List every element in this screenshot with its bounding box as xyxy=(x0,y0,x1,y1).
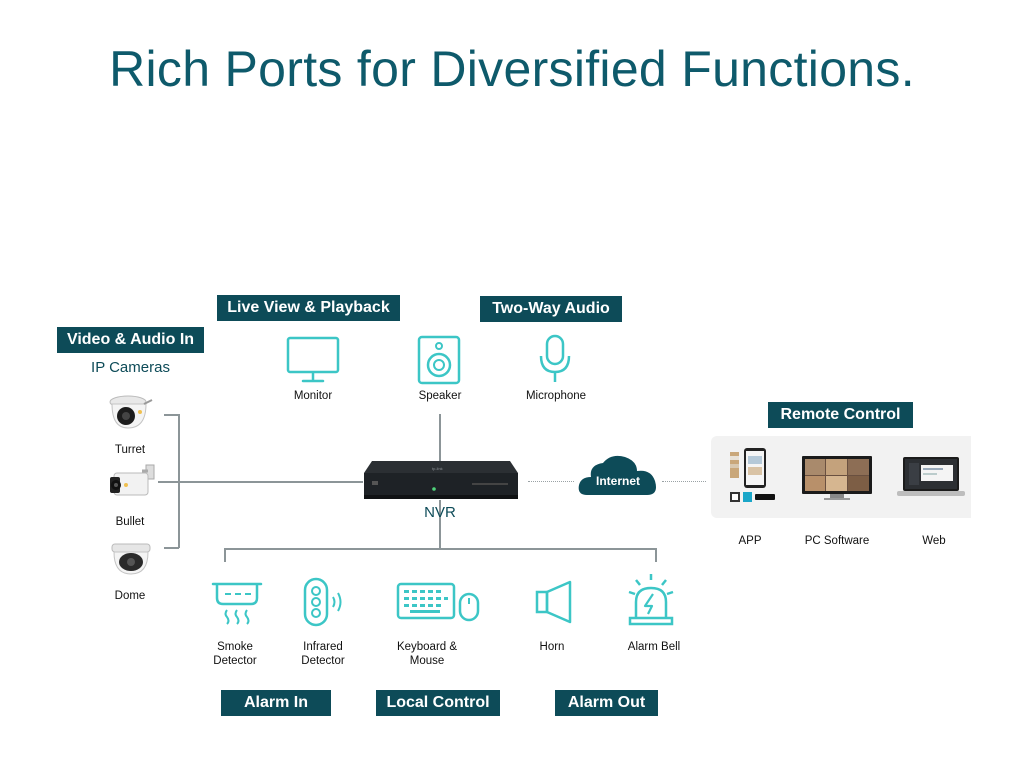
microphone-label: Microphone xyxy=(525,390,587,402)
turret-label: Turret xyxy=(114,444,146,456)
horn-icon xyxy=(535,580,572,624)
internet-label: Internet xyxy=(595,474,640,488)
keyboard-mouse-icon xyxy=(396,582,480,622)
connector-internet-right xyxy=(662,481,706,482)
pc-software-label: PC Software xyxy=(804,535,870,547)
infrared-detector-icon xyxy=(303,577,342,627)
web-label: Web xyxy=(922,535,946,547)
keyboard-mouse-label-line2: Mouse xyxy=(409,655,445,667)
page-title: Rich Ports for Diversified Functions. xyxy=(109,41,915,97)
bullet-label: Bullet xyxy=(115,516,145,528)
connector-top xyxy=(439,414,441,462)
alarm-bell-icon xyxy=(628,574,674,626)
alarm-bell-label: Alarm Bell xyxy=(627,641,681,653)
tag-local-control: Local Control xyxy=(376,690,500,716)
speaker-label: Speaker xyxy=(418,390,462,402)
tag-remote-control: Remote Control xyxy=(768,402,913,428)
tag-live-view-playback: Live View & Playback xyxy=(217,295,400,321)
nvr-label: NVR xyxy=(424,504,456,521)
nvr-device-icon: tp-link xyxy=(364,461,518,499)
turret-camera-icon xyxy=(109,395,153,429)
dome-label: Dome xyxy=(114,590,146,602)
monitor-icon xyxy=(286,336,340,383)
app-phone-icon xyxy=(730,448,775,502)
smoke-detector-label-line1: Smoke xyxy=(217,641,253,653)
tag-alarm-in: Alarm In xyxy=(221,690,331,716)
infrared-detector-label-line2: Detector xyxy=(301,655,345,667)
web-laptop-icon xyxy=(897,457,965,496)
app-label: APP xyxy=(738,535,762,547)
cameras-heading: IP Cameras xyxy=(91,359,170,376)
connector-bottom xyxy=(439,500,441,548)
internet-cloud-icon xyxy=(578,455,656,495)
microphone-icon xyxy=(539,334,571,382)
smoke-detector-icon xyxy=(211,582,263,625)
tag-alarm-out: Alarm Out xyxy=(555,690,658,716)
infrared-detector-label-line1: Infrared xyxy=(303,641,343,653)
dome-camera-icon xyxy=(111,543,151,575)
svg-text:tp-link: tp-link xyxy=(432,466,443,471)
connector-internet-left xyxy=(528,481,574,482)
pc-software-icon xyxy=(802,456,872,500)
smoke-detector-label-line2: Detector xyxy=(213,655,257,667)
keyboard-mouse-label-line1: Keyboard & xyxy=(396,641,458,653)
horn-label: Horn xyxy=(539,641,565,653)
tag-two-way-audio: Two-Way Audio xyxy=(480,296,622,322)
monitor-label: Monitor xyxy=(293,390,333,402)
bullet-camera-icon xyxy=(110,464,155,496)
tag-video-audio-in: Video & Audio In xyxy=(57,327,204,353)
speaker-icon xyxy=(417,335,461,385)
